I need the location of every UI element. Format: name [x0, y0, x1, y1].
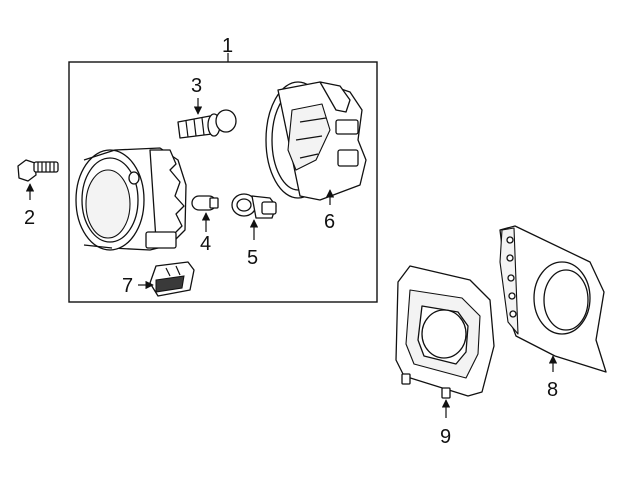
callout-1: 1: [222, 35, 233, 57]
callout-2: 2: [24, 207, 35, 229]
bezel-part: [395, 265, 495, 399]
bolt-part: [17, 159, 59, 182]
wedge-bulb-part: [191, 195, 219, 211]
rear-housing-part: [265, 81, 367, 201]
callout-4: 4: [200, 233, 211, 255]
callout-3: 3: [191, 75, 202, 97]
assembly-box: [68, 61, 378, 303]
callout-5: 5: [247, 247, 258, 269]
bracket-plate-part: [499, 225, 607, 373]
bulb-part: [177, 109, 237, 139]
fog-lamp-housing: [75, 147, 187, 251]
callout-6: 6: [324, 211, 335, 233]
socket-part: [231, 193, 277, 219]
callout-7: 7: [122, 275, 133, 297]
callout-8: 8: [547, 379, 558, 401]
callout-9: 9: [440, 426, 451, 448]
connector-part: [149, 261, 195, 297]
